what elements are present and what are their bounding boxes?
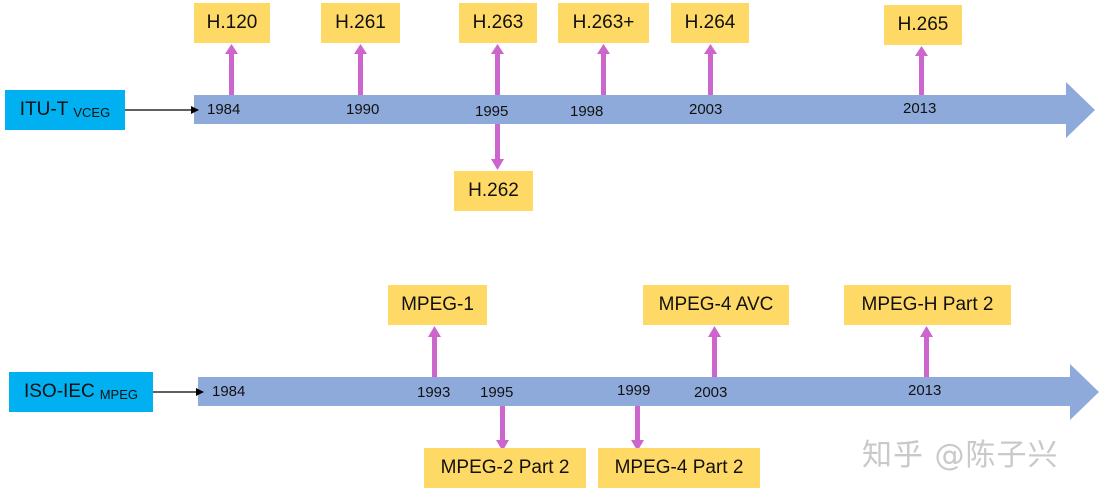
connector-arrow-mpeg2: [496, 406, 509, 451]
year-label: 2013: [908, 382, 942, 399]
standard-box-mpeg1: MPEG-1: [388, 285, 487, 325]
row-label-iso-sub: MPEG: [99, 386, 139, 402]
year-label: 1984: [212, 383, 246, 400]
connector-arrow-h263plus: [597, 44, 610, 95]
year-label: 2013: [903, 100, 937, 117]
connector-arrow-h262: [491, 124, 504, 170]
year-label: 1990: [346, 101, 380, 118]
standard-box-h263plus: H.263+: [558, 3, 649, 43]
connector-arrow-h265: [915, 46, 928, 95]
connector-arrow-mpeg1: [428, 326, 441, 377]
standard-box-h262: H.262: [454, 171, 533, 211]
year-label: 1993: [417, 384, 451, 401]
row-label-itu-main: ITU-T: [19, 99, 69, 120]
year-label: 1995: [475, 103, 509, 120]
connector-arrow-mpeg4avc: [708, 326, 721, 377]
year-label: 1995: [480, 384, 514, 401]
row-label-iso-main: ISO-IEC: [23, 381, 95, 402]
connector-arrow-mpegh: [920, 326, 933, 377]
connector-arrow-h120: [225, 44, 238, 95]
watermark: 知乎 @陈子兴: [862, 438, 1059, 473]
year-label: 1984: [207, 101, 241, 118]
standard-box-mpegh: MPEG-H Part 2: [844, 285, 1011, 325]
year-label: 2003: [694, 384, 728, 401]
connector-arrow-mpeg4part2: [631, 406, 644, 451]
connector-arrow-h264: [704, 44, 717, 95]
timeline-arrow-iso: [198, 364, 1099, 420]
standard-box-h263: H.263: [459, 3, 537, 43]
standard-box-mpeg2part2: MPEG-2 Part 2: [424, 448, 586, 488]
standard-box-h261: H.261: [321, 3, 400, 43]
row-label-itu: ITU-T VCEG: [5, 90, 125, 130]
connector-arrow-h263: [491, 44, 504, 95]
row-label-itu-sub: VCEG: [73, 104, 111, 120]
standard-box-h265: H.265: [884, 5, 962, 45]
year-label: 2003: [689, 101, 723, 118]
standard-box-mpeg4part2: MPEG-4 Part 2: [598, 448, 760, 488]
standard-box-h264: H.264: [671, 3, 749, 43]
timeline-arrow-itu: [194, 82, 1095, 138]
standard-box-h120: H.120: [194, 3, 270, 43]
connector-arrow-h261: [354, 44, 367, 95]
row-label-iso: ISO-IEC MPEG: [9, 372, 153, 412]
standard-box-mpeg4avc: MPEG-4 AVC: [643, 285, 789, 325]
year-label: 1999: [617, 382, 651, 399]
year-label: 1998: [570, 103, 604, 120]
